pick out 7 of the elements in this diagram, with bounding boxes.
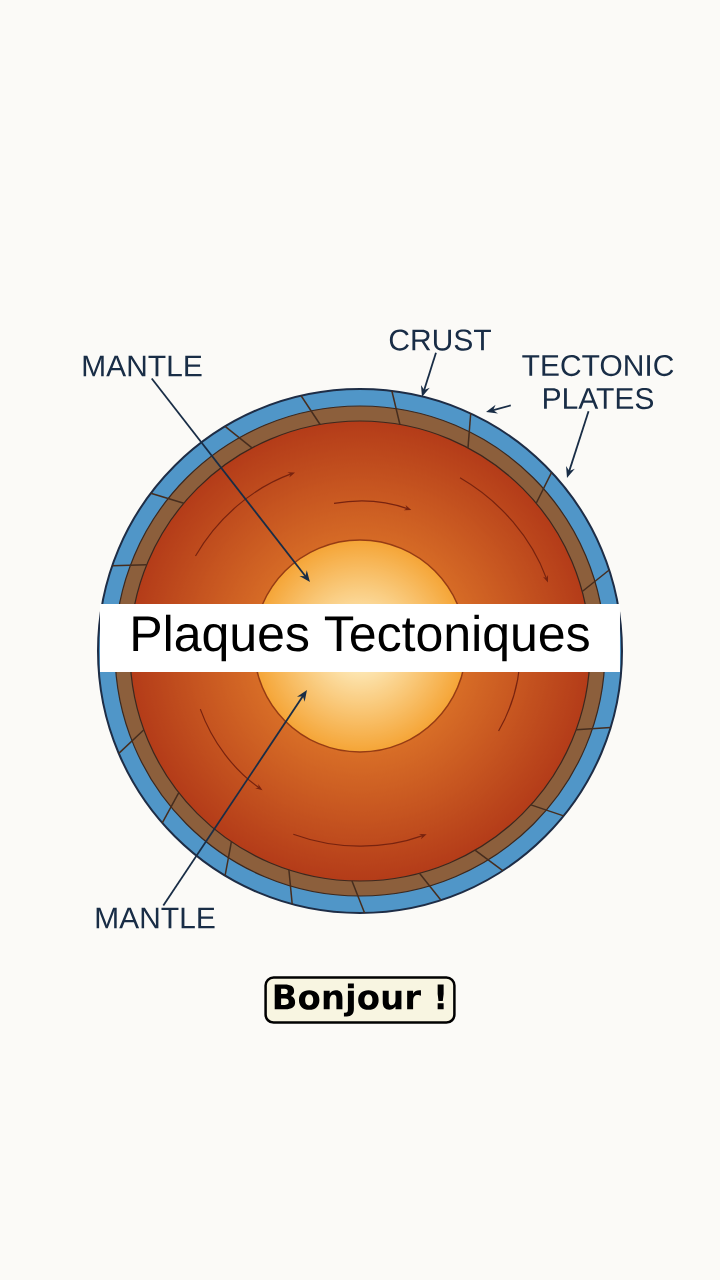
leader-line: [150, 377, 310, 582]
callout-label: TECTONIC PLATES: [522, 354, 674, 410]
callout-label: MANTLE: [96, 907, 215, 929]
caption: Bonjour !: [264, 976, 456, 1024]
callout-label: MANTLE: [83, 355, 202, 377]
title-banner: Plaques Tectoniques: [100, 604, 620, 672]
callout-label: CRUST: [389, 329, 491, 351]
